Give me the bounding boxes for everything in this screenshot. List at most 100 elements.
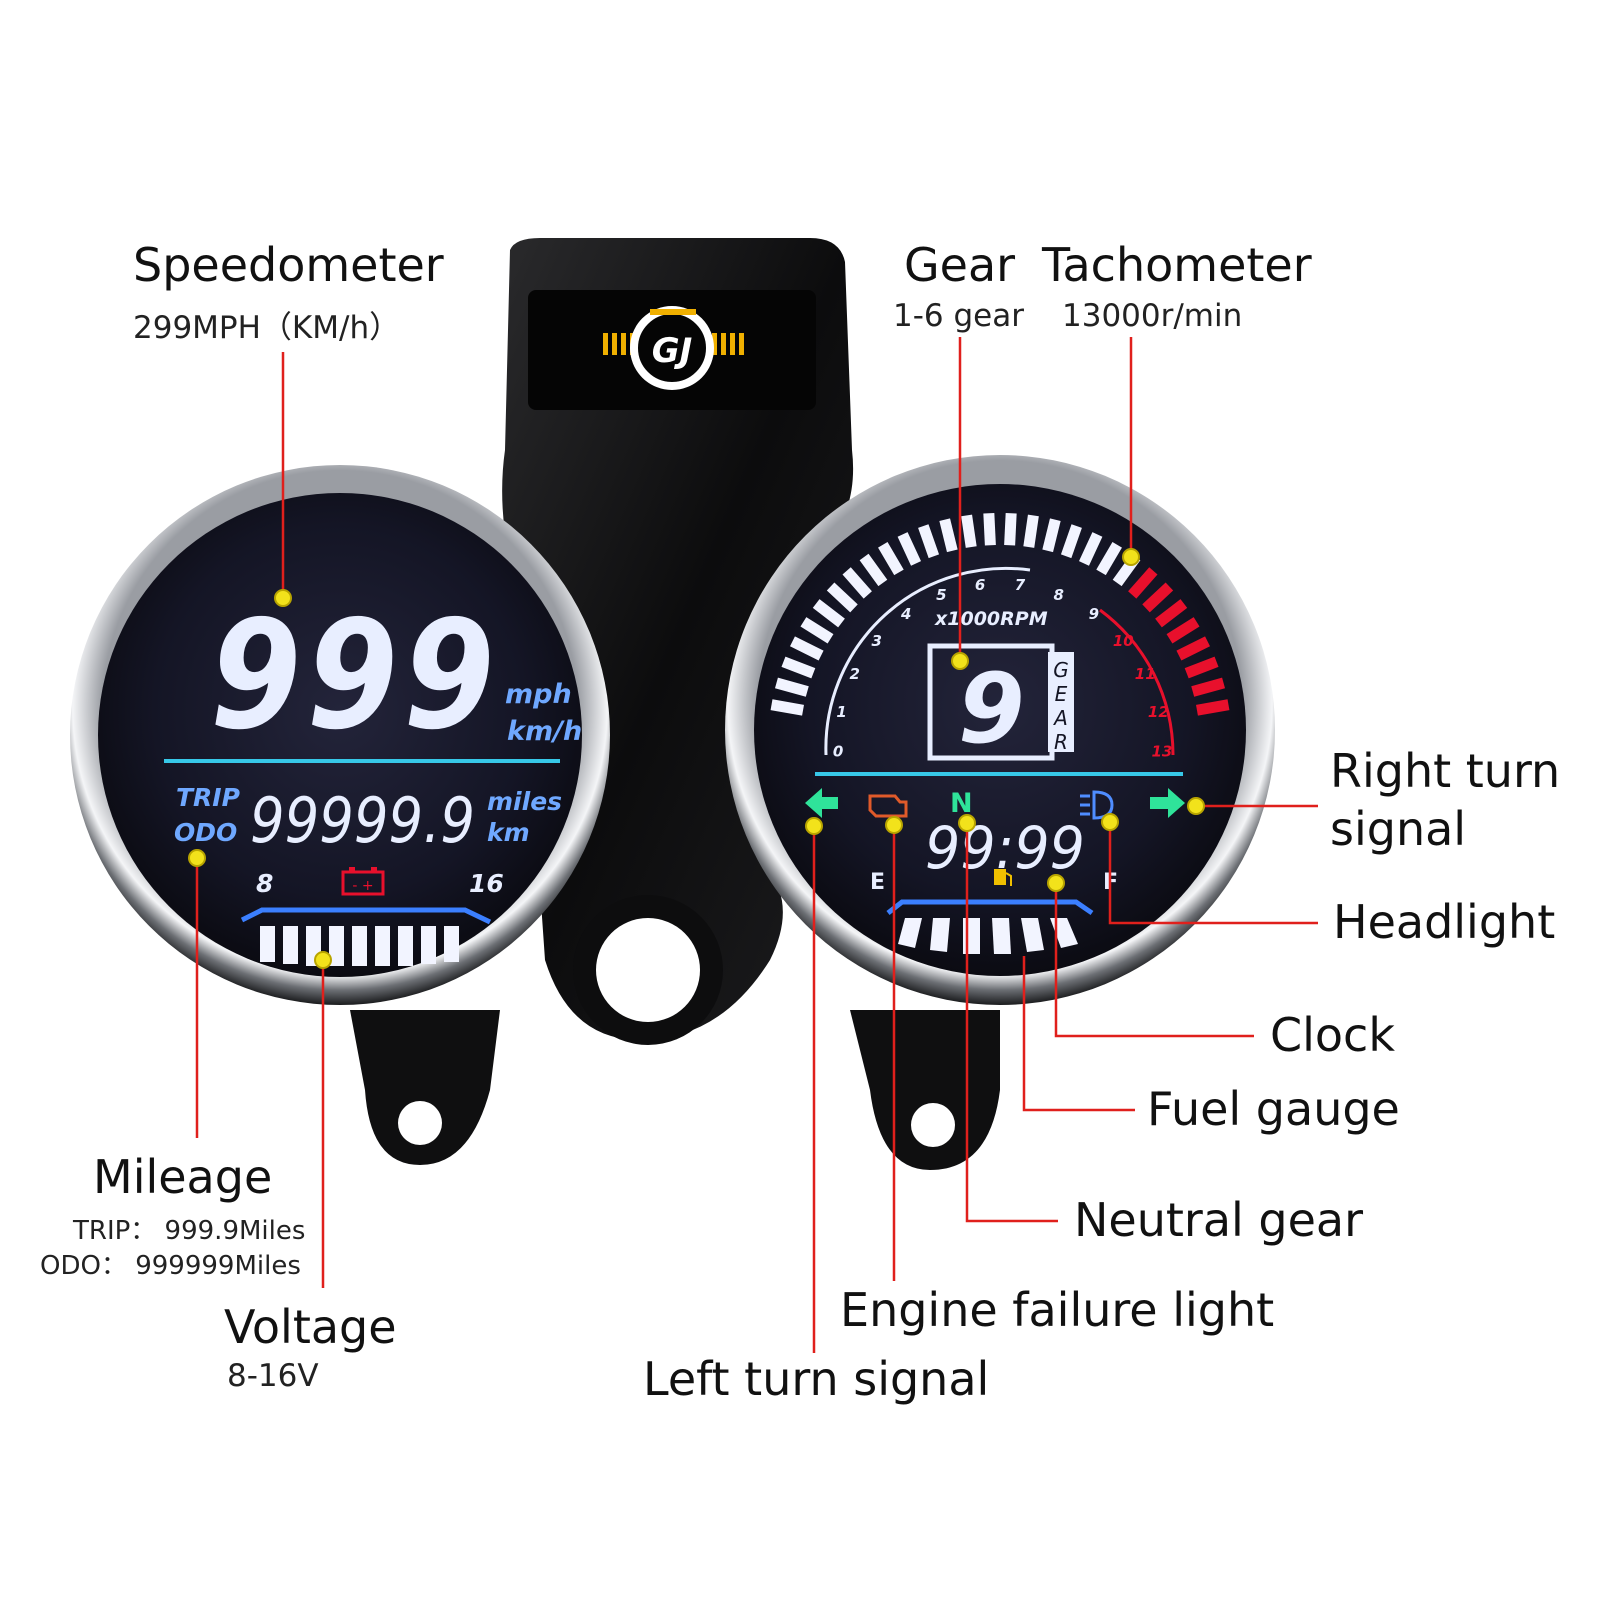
rpm-bar (1155, 599, 1188, 628)
rpm-bar (897, 532, 922, 566)
rpm-tick-label: 5 (936, 586, 946, 604)
gear-readout: 9 (958, 653, 1025, 765)
rpm-bar (1060, 524, 1082, 559)
rpm-bar (983, 513, 996, 546)
center-bracket (350, 238, 1000, 1170)
speedometer-detail: 299MPH（KM/h） (133, 310, 401, 346)
left-turn-title: Left turn signal (643, 1352, 990, 1406)
rpm-bar (826, 582, 858, 613)
clock-leader (1054, 883, 1254, 1038)
mileage-readout: 99999.9 (250, 784, 475, 857)
rpm-bar (878, 542, 904, 576)
speed-readout: 999 (210, 589, 500, 763)
gear-title: Gear (904, 238, 1016, 292)
right-divider (815, 772, 1183, 776)
right-turn-arrow-icon (1150, 788, 1185, 818)
fuel-bars (898, 918, 1078, 954)
rpm-bar (842, 567, 872, 599)
speedometer-title: Speedometer (133, 238, 444, 292)
rpm-tick-label: 7 (1015, 576, 1026, 594)
tachometer-title: Tachometer (1042, 238, 1312, 292)
rpm-bar (1096, 542, 1122, 576)
unit-kmh: km/h (507, 716, 582, 747)
rpm-bar (1166, 617, 1200, 644)
rpm-bar (1142, 582, 1174, 613)
engine-check-icon (868, 794, 908, 818)
rpm-bar (781, 656, 816, 679)
odo-label: ODO (174, 818, 237, 847)
volt-min: 8 (256, 869, 273, 898)
fuel-empty-label: E (870, 870, 885, 895)
volt-max: 16 (469, 869, 504, 898)
gear-word-box (1048, 652, 1074, 752)
svg-text:R: R (1054, 730, 1068, 754)
brand-logo: GJ (603, 306, 744, 390)
unit-km: km (487, 818, 530, 847)
voltage-arc (240, 907, 492, 925)
rpm-bar (859, 553, 888, 587)
svg-text:GJ: GJ (652, 331, 693, 371)
rpm-tick-label: 2 (850, 665, 860, 683)
rpm-tick-label: 11 (1135, 665, 1156, 683)
left-turn-arrow-icon (805, 788, 838, 818)
battery-icon: - + (341, 867, 385, 896)
rpm-tick-label: 1 (836, 703, 846, 721)
rpm-bar (961, 514, 977, 548)
rpm-tick-label: 0 (833, 743, 843, 761)
clock-title: Clock (1270, 1008, 1395, 1062)
rpm-bar (1196, 699, 1230, 716)
svg-text:A: A (1052, 706, 1068, 730)
rpm-bar (1004, 513, 1017, 546)
rpm-bar (812, 599, 845, 628)
fuel-pump-icon (994, 869, 1012, 886)
trip-label: TRIP (176, 783, 240, 812)
gear-word: G E A R (1052, 658, 1069, 754)
rpm-bar (1023, 514, 1039, 548)
rpm-bar (939, 518, 958, 553)
engine-failure-title: Engine failure light (840, 1283, 1275, 1337)
rpm-tick-label: 4 (900, 605, 911, 623)
rpm-bar (1078, 532, 1103, 566)
svg-text:- +: - + (352, 878, 373, 894)
neutral-leader (965, 823, 1058, 1223)
rpm-tick-label: 13 (1151, 743, 1172, 761)
gear-detail: 1-6 gear (893, 298, 1024, 334)
fuel-leader (1022, 956, 1135, 1112)
rpm-bar (800, 617, 834, 644)
neutral-gear-title: Neutral gear (1074, 1193, 1364, 1247)
headlight-icon (1080, 790, 1114, 820)
rpm-bar (1184, 656, 1219, 679)
rpm-scale-arc (824, 566, 1031, 756)
rpm-bar (1042, 518, 1061, 553)
mileage-title: Mileage (93, 1150, 273, 1204)
left-gauge: 999 mph km/h TRIP ODO 99999.9 miles km 8… (70, 465, 610, 1005)
neutral-indicator: N (950, 788, 973, 819)
rpm-bar (918, 524, 940, 559)
rpm-tick-label: 3 (872, 632, 882, 650)
rpm-redline-arc (1099, 608, 1175, 756)
rpm-label: x1000RPM (934, 608, 1048, 630)
voltage-bars (260, 926, 459, 966)
rpm-bar-ring (770, 513, 1230, 716)
callout-markers (188, 548, 1205, 969)
rpm-bar (770, 699, 804, 716)
unit-miles: miles (487, 787, 562, 816)
rpm-tick-label: 8 (1053, 586, 1063, 604)
unit-mph: mph (505, 679, 572, 710)
voltage-detail: 8-16V (227, 1358, 319, 1394)
rpm-bar (1128, 567, 1158, 599)
rpm-bar (774, 677, 809, 697)
tachometer-detail: 13000r/min (1062, 298, 1243, 334)
fuel-gauge-title: Fuel gauge (1147, 1082, 1400, 1136)
left-divider (164, 759, 560, 763)
mileage-trip: TRIP： 999.9Miles (73, 1216, 306, 1246)
right-turn-title-line2: signal (1330, 802, 1467, 856)
svg-text:G: G (1053, 658, 1069, 682)
rpm-tick-label: 9 (1089, 605, 1099, 623)
svg-text:E: E (1055, 682, 1068, 706)
right-turn-title-line1: Right turn (1330, 744, 1561, 798)
headlight-leader (1108, 824, 1318, 925)
rpm-tick-label: 6 (975, 576, 985, 594)
